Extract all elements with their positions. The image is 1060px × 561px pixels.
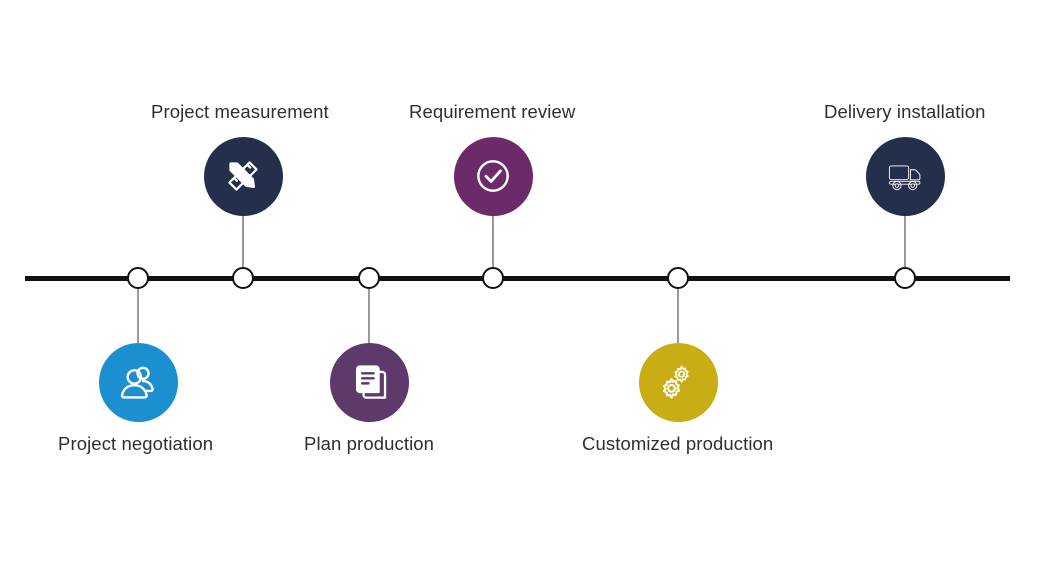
step-icon-disc-3[interactable]: [329, 342, 409, 422]
timeline-marker-4[interactable]: [482, 267, 504, 289]
timeline-marker-1[interactable]: [127, 267, 149, 289]
connector-stem: [137, 289, 139, 343]
step-icon-disc-1[interactable]: [98, 342, 178, 422]
step-icon-disc-6[interactable]: [865, 136, 945, 216]
step-icon-disc-5[interactable]: [638, 342, 718, 422]
step-icon-disc-4[interactable]: [453, 136, 533, 216]
timeline-marker-2[interactable]: [232, 267, 254, 289]
connector-stem: [904, 215, 906, 267]
users-group-icon: [116, 360, 160, 404]
step-label-5: Customized production: [582, 433, 774, 454]
connector-stem: [368, 289, 370, 343]
step-label-6: Delivery installation: [824, 101, 986, 122]
timeline-axis: [25, 275, 1010, 281]
step-label-2: Project measurement: [151, 101, 329, 122]
step-icon-disc-2[interactable]: [203, 136, 283, 216]
timeline-marker-6[interactable]: [894, 267, 916, 289]
check-circle-icon: [471, 154, 515, 198]
timeline-marker-3[interactable]: [358, 267, 380, 289]
document-stack-icon: [347, 360, 391, 404]
timeline-marker-5[interactable]: [667, 267, 689, 289]
step-label-3: Plan production: [304, 433, 435, 454]
connector-stem: [677, 289, 679, 343]
gears-icon: [656, 360, 700, 404]
connector-stem: [492, 215, 494, 267]
connector-stem: [242, 215, 244, 267]
pencil-ruler-icon: [221, 154, 265, 198]
delivery-truck-icon: [883, 154, 927, 198]
step-label-4: Requirement review: [409, 101, 576, 122]
step-label-1: Project negotiation: [58, 433, 214, 454]
